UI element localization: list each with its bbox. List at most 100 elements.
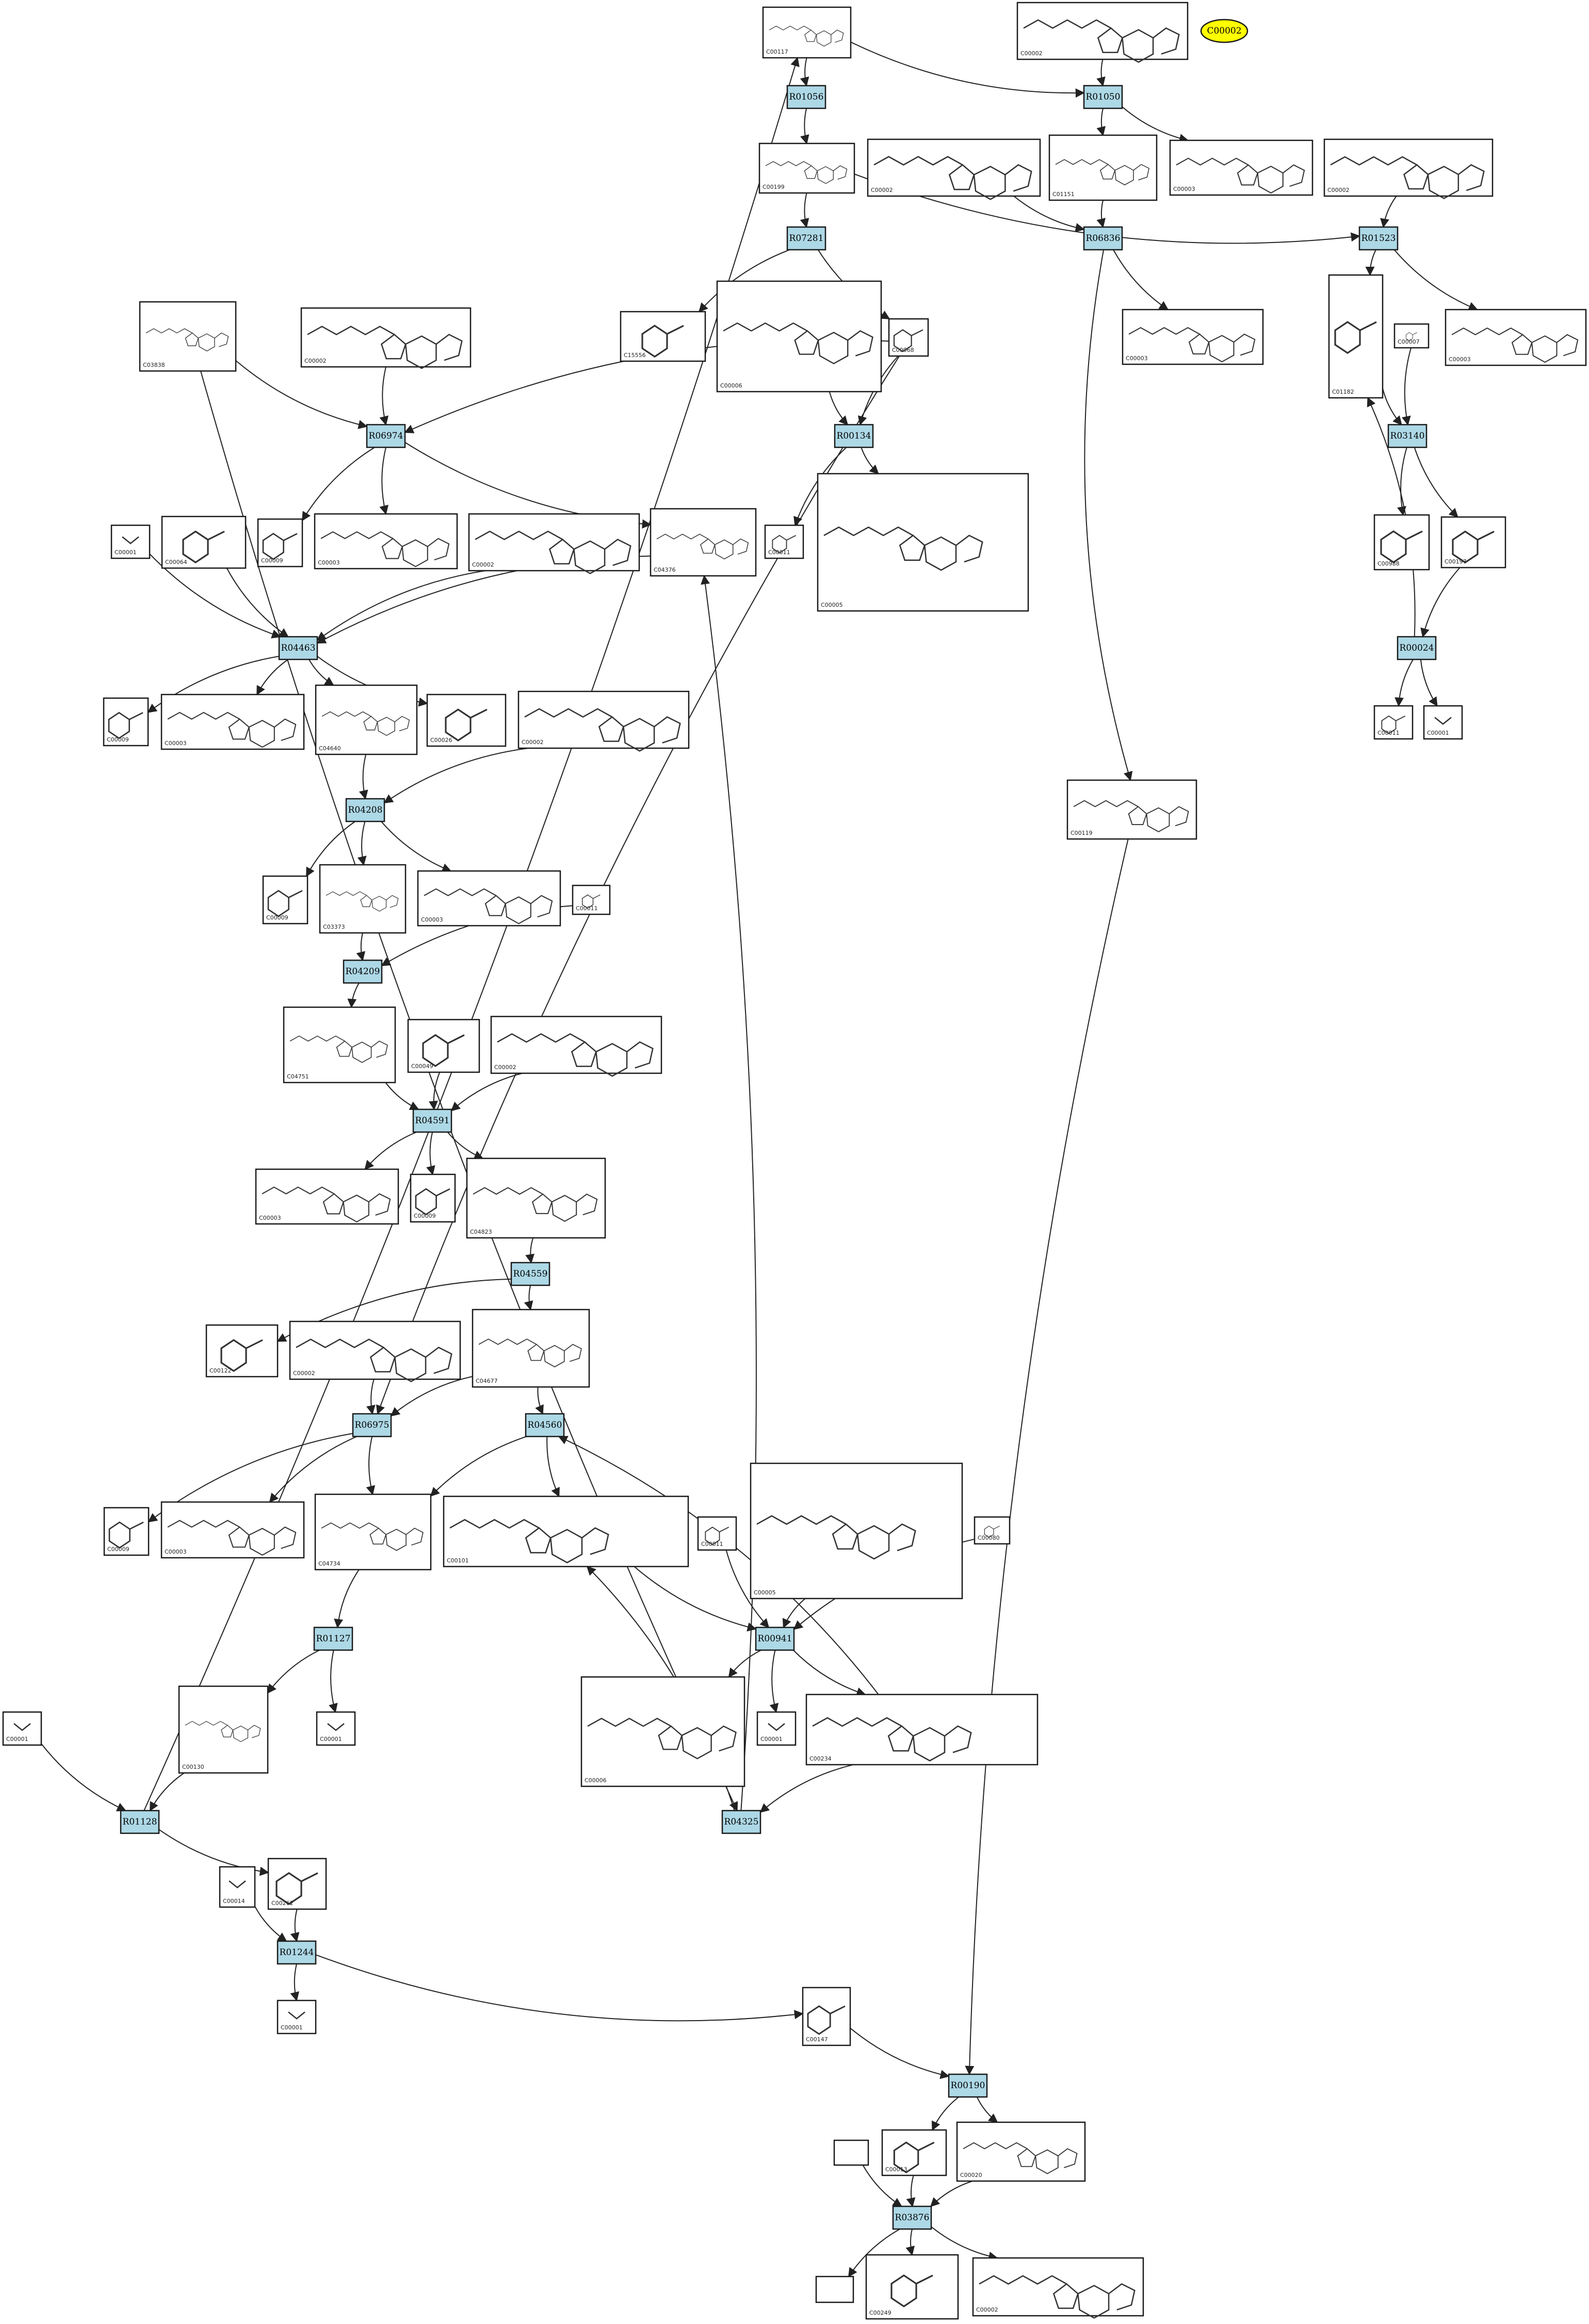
compound-node-c01182[interactable]: C01182	[1328, 274, 1384, 399]
reaction-node-r04560[interactable]: R04560	[525, 1413, 565, 1438]
reaction-node-r06836[interactable]: R06836	[1083, 226, 1123, 251]
compound-node-c00262[interactable]: C00262	[267, 1858, 327, 1910]
compound-node-blank-a[interactable]	[833, 2139, 869, 2166]
reaction-node-r04559[interactable]: R04559	[510, 1262, 550, 1286]
compound-node-c00001-f[interactable]: C00001	[277, 1999, 317, 2035]
reaction-node-r01050[interactable]: R01050	[1083, 85, 1123, 109]
compound-node-c04376[interactable]: C04376	[650, 508, 757, 577]
compound-node-c00003-d[interactable]: C00003	[314, 513, 458, 570]
compound-node-c00001-e[interactable]: C00001	[756, 1711, 797, 1746]
compound-node-c00002-h[interactable]: C00002	[972, 2257, 1144, 2319]
compound-node-c00003-b[interactable]: C00003	[1122, 309, 1264, 365]
compound-node-c00197[interactable]: C00197	[1440, 516, 1506, 569]
reaction-node-r00941[interactable]: R00941	[755, 1626, 795, 1651]
reaction-box	[1397, 636, 1437, 660]
reaction-node-r04208[interactable]: R04208	[345, 798, 385, 822]
compound-node-c00002-d[interactable]: C00002	[468, 513, 640, 574]
compound-node-c00049[interactable]: C00049	[407, 1019, 480, 1073]
compound-node-c04677[interactable]: C04677	[472, 1309, 590, 1388]
compound-box	[756, 1711, 797, 1746]
compound-node-c00122[interactable]: C00122	[205, 1324, 279, 1378]
compound-node-c00002-g[interactable]: C00002	[289, 1320, 461, 1382]
reaction-node-r03876[interactable]: R03876	[892, 2205, 932, 2230]
compound-node-c00011-b[interactable]: C00011	[1373, 705, 1414, 740]
reaction-node-r04209[interactable]: R04209	[343, 959, 383, 984]
compound-node-c00002-c[interactable]: C00002	[300, 307, 472, 369]
compound-node-c00988[interactable]: C00988	[1373, 514, 1430, 571]
reaction-node-r01244[interactable]: R01244	[277, 1940, 317, 1965]
compound-node-c00068[interactable]: C00068	[888, 318, 929, 357]
compound-node-c00009-b[interactable]: C00009	[103, 697, 149, 747]
reaction-node-r01128[interactable]: R01128	[120, 1810, 160, 1834]
reaction-node-r00024[interactable]: R00024	[1397, 636, 1437, 660]
reaction-node-r01523[interactable]: R01523	[1358, 226, 1399, 251]
compound-node-c00005[interactable]: C00005	[817, 473, 1029, 612]
compound-box	[257, 518, 303, 568]
compound-node-c00003-f[interactable]: C00003	[417, 870, 561, 927]
compound-node-c00001-b[interactable]: C00001	[1423, 705, 1463, 740]
compound-node-c00026[interactable]: C00026	[426, 693, 507, 747]
compound-node-c00002-top[interactable]: C00002	[1016, 2, 1189, 63]
compound-node-c00130[interactable]: C00130	[178, 1685, 269, 1774]
compound-node-c00101[interactable]: C00101	[443, 1495, 689, 1568]
compound-node-c01151[interactable]: C01151	[1048, 134, 1158, 201]
reaction-node-r00190[interactable]: R00190	[948, 2073, 988, 2098]
reaction-node-r00134[interactable]: R00134	[834, 424, 874, 448]
compound-node-c00249[interactable]: C00249	[865, 2254, 959, 2320]
compound-node-c00002-b[interactable]: C00002	[1323, 138, 1494, 199]
compound-node-c00009-a[interactable]: C00009	[257, 518, 303, 568]
compound-node-c04640[interactable]: C04640	[315, 684, 418, 755]
compound-node-c00001-c[interactable]: C00001	[316, 1711, 356, 1746]
reaction-node-r03140[interactable]: R03140	[1387, 424, 1428, 448]
compound-node-c00002-f[interactable]: C00002	[490, 1015, 662, 1077]
compound-node-c00020[interactable]: C00020	[956, 2121, 1086, 2182]
compound-node-c00003-e[interactable]: C00003	[160, 693, 305, 750]
compound-node-c00011-d[interactable]: C00011	[697, 1516, 737, 1551]
compound-node-c00011-a[interactable]: C00011	[764, 524, 804, 559]
compound-node-c03373[interactable]: C03373	[319, 864, 407, 934]
compound-node-c00080[interactable]: C00080	[974, 1516, 1011, 1545]
compound-node-c00147[interactable]: C00147	[802, 1987, 851, 2046]
reaction-box	[892, 2205, 932, 2230]
compound-node-blank-b[interactable]	[815, 2275, 854, 2303]
compound-node-c00001-a[interactable]: C00001	[110, 524, 151, 559]
compound-node-c00119[interactable]: C00119	[1066, 779, 1197, 840]
compound-node-c00003-h[interactable]: C00003	[160, 1501, 305, 1559]
compound-node-c03838[interactable]: C03838	[139, 301, 237, 372]
edge-r00190-to-c00013	[931, 2096, 960, 2131]
compound-node-c00003-c[interactable]: C00003	[1445, 309, 1587, 366]
compound-node-c00064[interactable]: C00064	[161, 515, 247, 569]
compound-node-c00013[interactable]: C00013	[881, 2129, 947, 2176]
reaction-node-r06975[interactable]: R06975	[352, 1413, 392, 1438]
compound-node-c00117-top[interactable]: C00117	[762, 6, 852, 59]
compound-node-c00003-a[interactable]: C00003	[1169, 139, 1314, 196]
compound-node-c00009-d[interactable]: C00009	[410, 1173, 456, 1223]
compound-node-c00009-e[interactable]: C00009	[103, 1507, 150, 1556]
reaction-node-r07281[interactable]: R07281	[786, 226, 826, 251]
compound-node-c00003-g[interactable]: C00003	[255, 1168, 399, 1225]
reaction-node-r04325[interactable]: R04325	[721, 1810, 761, 1834]
compound-node-c00005-b[interactable]: C00005	[750, 1462, 963, 1600]
compound-node-c00002-a[interactable]: C00002	[867, 138, 1041, 200]
compound-node-c04734[interactable]: C04734	[314, 1493, 432, 1571]
reaction-node-r01127[interactable]: R01127	[313, 1626, 353, 1651]
compound-node-c00006-a[interactable]: C00006	[716, 280, 882, 393]
highlight-node[interactable]: C00002	[1200, 19, 1248, 43]
reaction-node-r06974[interactable]: R06974	[366, 424, 406, 448]
compound-node-c00014[interactable]: C00014	[219, 1866, 256, 1908]
compound-node-c00234[interactable]: C00234	[805, 1693, 1039, 1766]
compound-node-c00006-b[interactable]: C00006	[580, 1676, 745, 1787]
reaction-label: R04209	[346, 966, 380, 977]
reaction-node-r04591[interactable]: R04591	[412, 1108, 452, 1133]
compound-node-c00199[interactable]: C00199	[758, 142, 855, 194]
reaction-node-r04463[interactable]: R04463	[278, 636, 318, 660]
compound-node-c00009-c[interactable]: C00009	[262, 875, 309, 925]
compound-node-c00007[interactable]: C00007	[1393, 323, 1430, 349]
compound-node-c00011-c[interactable]: C00011	[572, 884, 611, 915]
compound-node-c00002-e[interactable]: C00002	[517, 690, 690, 752]
reaction-node-r01056[interactable]: R01056	[786, 85, 826, 109]
compound-node-c04823[interactable]: C04823	[466, 1157, 606, 1239]
compound-node-c04751[interactable]: C04751	[283, 1006, 396, 1084]
compound-node-c00001-d[interactable]: C00001	[2, 1711, 42, 1746]
compound-node-c15556[interactable]: C15556	[620, 311, 706, 362]
